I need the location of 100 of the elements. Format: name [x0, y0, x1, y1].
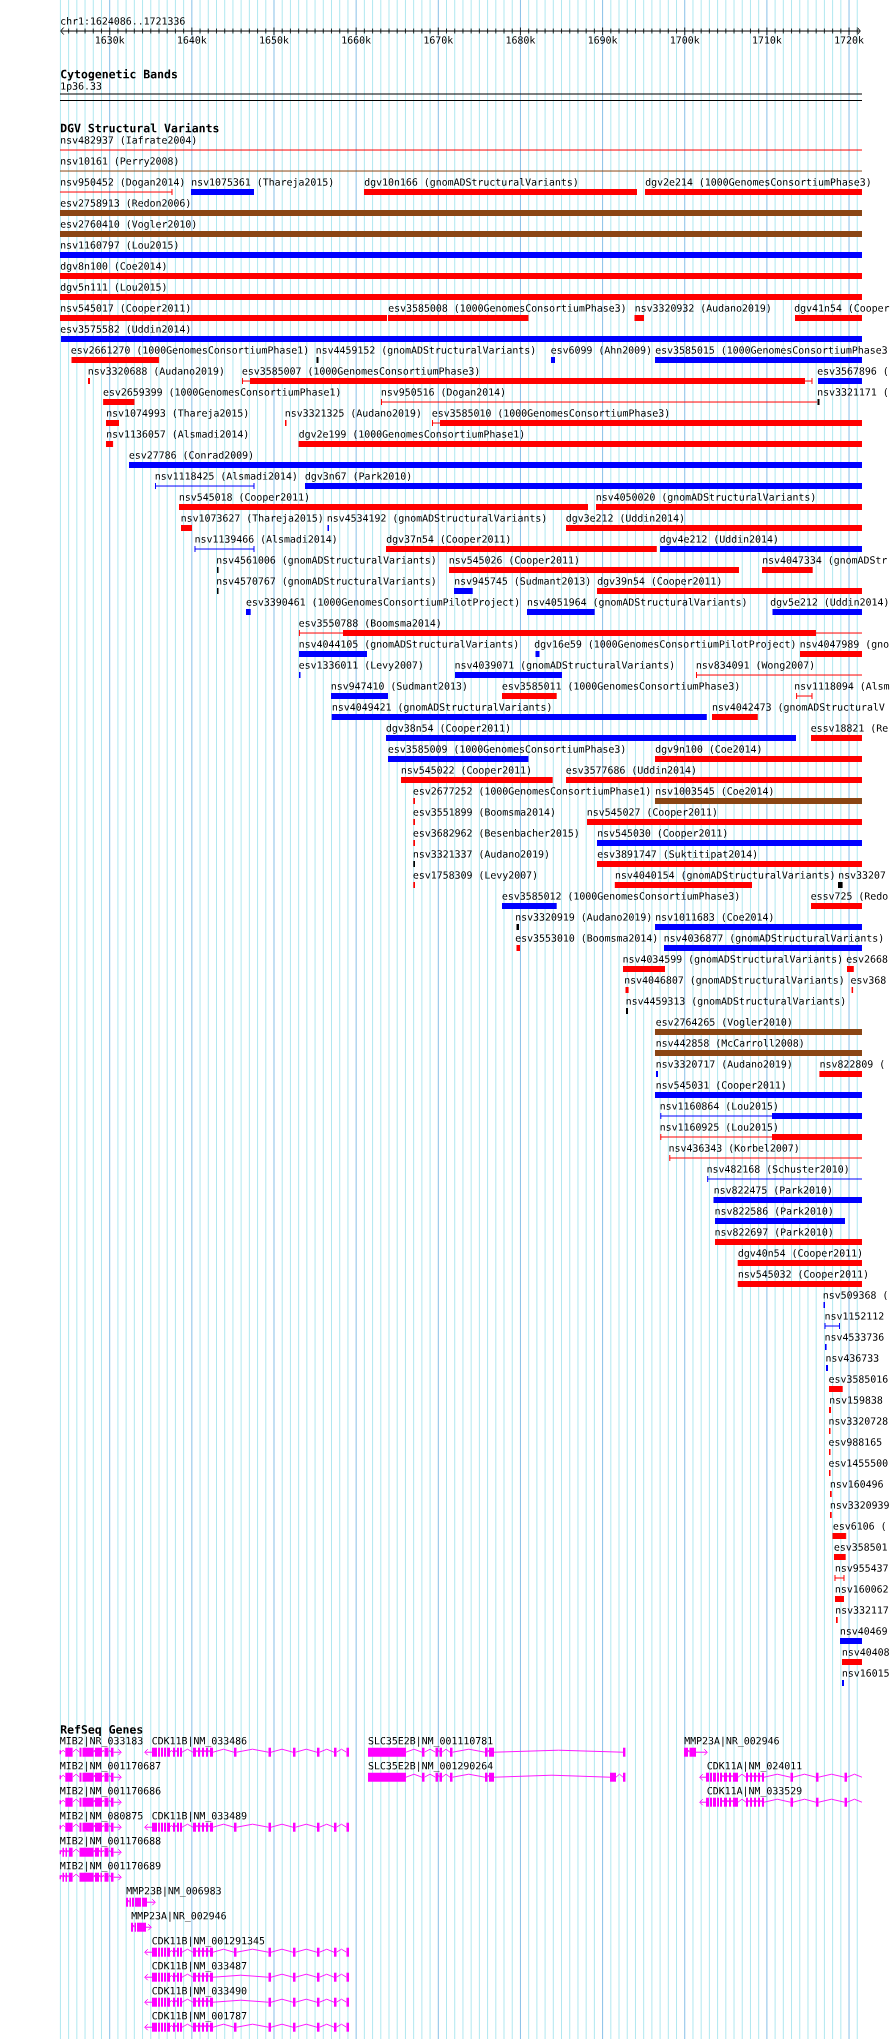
ruler-label: 1670k [424, 36, 454, 44]
variant-label: esv988165 [829, 1438, 882, 1446]
variant-label: nsv509368 ( [823, 1291, 887, 1300]
variant-label: nsv436343 (Korbel2007) [669, 1144, 798, 1153]
variant-label: nsv4040154 (gnomADStructuralVariants) [615, 871, 834, 881]
variant-label: dgv39n54 (Cooper2011) [597, 577, 721, 587]
ruler-label: 1660k [342, 36, 371, 44]
gene-label: CDK11A|NM_024011 [707, 1761, 802, 1772]
variant-label: esv3575582 (Uddin2014) [60, 325, 190, 334]
variant-label: nsv545030 (Cooper2011) [598, 829, 727, 839]
variant-label: dgv10n166 (gnomADStructuralVariants) [364, 178, 577, 188]
variant-label: nsv4534192 (gnomADStructuralVariants) [327, 514, 546, 524]
variant-label: essv725 (Redo [811, 892, 888, 901]
variant-label: dgv3e212 (Uddin2014) [566, 514, 683, 524]
variant-label: nsv4042473 (gnomADStructuralV [712, 703, 885, 713]
ruler-label: 1650k [260, 36, 289, 44]
variant-label: esv2659399 (1000GenomesConsortiumPhase1) [103, 388, 340, 397]
variant-label: esv2661270 (1000GenomesConsortiumPhase1) [71, 346, 308, 355]
gene-label: SLC35E2B|NM_001290264 [368, 1761, 493, 1772]
variant-label: esv3553010 (Boomsma2014) [515, 934, 657, 943]
variant-label: nsv822475 (Park2010) [714, 1186, 831, 1195]
variant-label: dgv4e212 (Uddin2014) [660, 535, 777, 545]
variant-label: nsv950516 (Dogan2014) [381, 388, 504, 398]
variant-label: esv3585012 (1000GenomesConsortiumPhase3) [502, 892, 739, 901]
variant-label: nsv4051964 (gnomADStructuralVariants) [527, 598, 746, 608]
variant-label: nsv4459152 (gnomADStructuralVariants) [316, 346, 535, 356]
variant-label: nsv1136057 (Alsmadi2014) [107, 430, 248, 439]
variant-label: dgv16e59 (1000GenomesConsortiumPilotProject) [534, 640, 795, 650]
variant-label: esv3585015 (1000GenomesConsortiumPhase3 [655, 346, 887, 355]
variant-label: nsv4044105 (gnomADStructuralVariants) [299, 640, 518, 650]
gene-label: CDK11B|NM_001291345 [152, 1936, 265, 1947]
ruler-label: 1700k [671, 36, 700, 44]
variant-label: esv6099 (Ahn2009) [551, 346, 650, 355]
ruler-label: 1720k [835, 36, 864, 44]
variant-label: nsv822586 (Park2010) [715, 1207, 832, 1216]
variant-label: nsv4036877 (gnomADStructuralVariants) [664, 934, 883, 944]
gene-label: SLC35E2B|NM_001110781 [368, 1736, 493, 1747]
variant-label: nsv3320932 (Audano2019) [635, 304, 770, 313]
gene-label: CDK11B|NM_033487 [152, 1961, 247, 1972]
position-label: chr1:1624086..1721336 [61, 17, 185, 25]
variant-label: esv3551899 (Boomsma2014) [413, 808, 554, 817]
variant-label: nsv4046807 (gnomADStructuralVariants) [625, 976, 843, 986]
variant-label: dgv2e199 (1000GenomesConsortiumPhase1) [299, 430, 524, 440]
ruler-label: 1690k [588, 36, 618, 44]
variant-label: nsv482937 (Iafrate2004) [61, 136, 196, 145]
variant-label: nsv4561006 (gnomADStructuralVariants) [217, 556, 435, 566]
gene-label: CDK11B|NM_033486 [152, 1736, 247, 1747]
gene-label: MIB2|NM_001170688 [60, 1836, 161, 1847]
variant-label: esv1758309 (Levy2007) [413, 871, 536, 881]
variant-label: dgv38n54 (Cooper2011) [386, 724, 509, 734]
variant-label: dgv2e214 (1000GenomesConsortiumPhase3) [645, 178, 870, 188]
variant-label: nsv40408 [842, 1648, 889, 1656]
variant-label: esv1336011 (Levy2007) [299, 661, 422, 671]
variant-label: nsv16015 [842, 1669, 889, 1677]
variant-label: nsv436733 [826, 1354, 879, 1362]
variant-label: nsv947410 (Sudmant2013) [331, 682, 466, 691]
variant-label: nsv1152112 [825, 1312, 884, 1320]
variant-label: nsv4050020 (gnomADStructuralVariants) [596, 493, 815, 503]
variant-label: nsv822809 ( [820, 1060, 884, 1069]
ruler-label: 1710k [753, 36, 782, 44]
variant-label: esv3585008 (1000GenomesConsortiumPhase3) [388, 304, 625, 313]
variant-label: nsv1003545 (Coe2014) [656, 787, 773, 796]
variant-label: nsv33207 [839, 871, 886, 879]
gene-label: MIB2|NM_001170689 [60, 1861, 161, 1872]
variant-label: esv1455500 [829, 1459, 888, 1467]
variant-label: esv3682962 (Besenbacher2015) [413, 829, 578, 838]
variant-label: esv3567896 ( [817, 367, 888, 376]
variant-label: esv3550788 (Boomsma2014) [299, 619, 440, 628]
ruler-label: 1680k [506, 36, 536, 44]
variant-label: dgv5e212 (Uddin2014) [770, 598, 888, 608]
variant-label: nsv4533736 [825, 1333, 884, 1341]
band-label: 1p36.33 [61, 82, 102, 92]
variant-label: esv3891747 (Suktitipat2014) [597, 850, 757, 860]
variant-label: nsv160496 [830, 1480, 883, 1488]
variant-label: esv3585011 (1000GenomesConsortiumPhase3) [502, 682, 739, 691]
variant-label: nsv159838 [830, 1396, 883, 1404]
variant-label: nsv3320717 (Audano2019) [656, 1060, 791, 1069]
variant-label: esv2764265 (Vogler2010) [656, 1018, 791, 1028]
variant-label: nsv545027 (Cooper2011) [587, 808, 716, 818]
variant-label: nsv3321171 ( [818, 388, 888, 397]
variant-label: nsv4047989 (gno [800, 640, 889, 650]
variant-label: nsv4459313 (gnomADStructuralVariants) [626, 997, 845, 1007]
gene-label: MIB2|NR_033183 [60, 1736, 143, 1747]
variant-label: nsv3320939 [830, 1501, 889, 1509]
variant-label: esv6106 ( [833, 1522, 885, 1531]
gene-label: CDK11B|NM_033489 [152, 1811, 247, 1822]
variant-label: nsv4034599 (gnomADStructuralVariants) [623, 955, 842, 965]
variant-label: nsv1160925 (Lou2015) [660, 1123, 777, 1132]
variant-label: nsv4049421 (gnomADStructuralVariants) [332, 703, 551, 713]
variant-label: nsv1118425 (Alsmadi2014) [155, 472, 296, 481]
variant-label: esv2760410 (Vogler2010) [60, 220, 196, 230]
variant-label: esv2677252 (1000GenomesConsortiumPhase1) [413, 787, 650, 796]
variant-label: nsv3320728 [829, 1417, 888, 1425]
gene-label: MIB2|NM_080875 [60, 1811, 143, 1822]
variant-label: nsv545017 (Cooper2011) [61, 304, 190, 314]
variant-label: nsv3321325 (Audano2019) [285, 409, 420, 418]
variant-label: esv358501 [834, 1543, 887, 1551]
variant-label: dgv9n100 (Coe2014) [655, 745, 761, 755]
gene-label: MMP23A|NR_002946 [131, 1911, 226, 1922]
variant-label: dgv5n111 (Lou2015) [60, 283, 166, 293]
